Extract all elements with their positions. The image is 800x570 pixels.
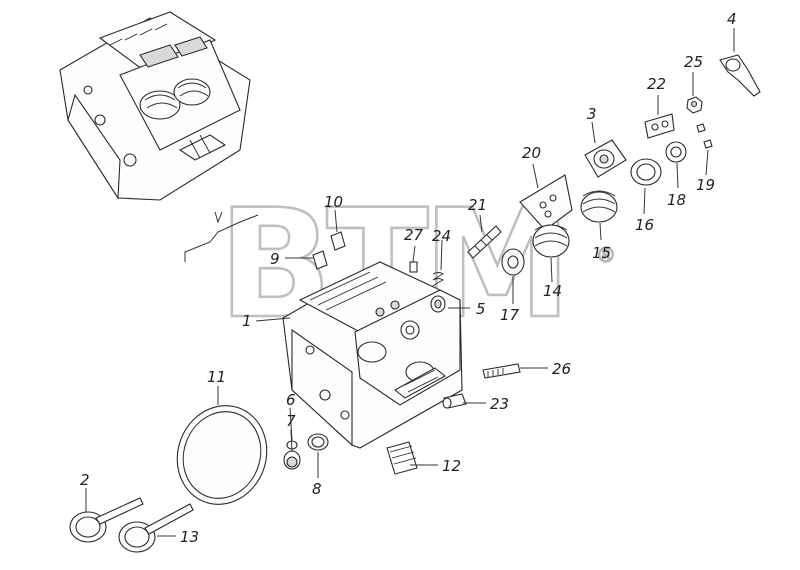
callout-8: 8 xyxy=(312,480,322,498)
callout-12: 12 xyxy=(442,457,461,475)
callout-3: 3 xyxy=(587,105,597,123)
part-12-guide xyxy=(386,441,418,475)
leader-lines xyxy=(85,28,735,537)
callout-19: 19 xyxy=(696,176,715,194)
flow-arrow xyxy=(184,214,259,262)
part-7-seat xyxy=(283,450,301,470)
part-9-sleeve xyxy=(312,250,328,270)
part-5-nut xyxy=(430,295,446,313)
part-10-sleeve xyxy=(330,231,346,251)
part-3-rocker-support xyxy=(584,139,627,178)
part-16-ring xyxy=(630,158,662,186)
callout-13: 13 xyxy=(180,528,199,546)
callout-labels: 1 2 3 4 5 6 7 8 9 10 11 12 13 14 15 16 1… xyxy=(80,10,737,546)
callout-27: 27 xyxy=(404,226,424,244)
assembled-cylinder-head-view xyxy=(59,11,251,201)
callout-11: 11 xyxy=(207,368,226,386)
part-8-seal xyxy=(307,433,329,451)
part-15-spring xyxy=(580,190,618,223)
callout-14: 14 xyxy=(543,282,562,300)
arrow-head xyxy=(214,211,223,224)
callout-20: 20 xyxy=(522,144,541,162)
callout-18: 18 xyxy=(667,191,686,209)
callout-17: 17 xyxy=(500,306,520,324)
callout-24: 24 xyxy=(432,227,451,245)
part-18-ring xyxy=(665,141,687,163)
watermark-registered-mark: ® xyxy=(596,243,616,267)
callout-7: 7 xyxy=(286,412,296,430)
callout-15: 15 xyxy=(592,244,611,262)
part-23-plug xyxy=(442,393,467,409)
part-1-cylinder-head xyxy=(282,261,463,449)
part-13-valve xyxy=(118,503,194,553)
part-25-nut xyxy=(686,96,703,114)
part-20-bracket xyxy=(519,174,573,231)
part-24-spring xyxy=(432,272,444,287)
callout-22: 22 xyxy=(647,75,666,93)
part-19-screw xyxy=(696,123,713,149)
callout-26: 26 xyxy=(552,360,571,378)
callout-9: 9 xyxy=(270,250,280,268)
part-27-pin xyxy=(409,261,418,273)
callout-4: 4 xyxy=(727,10,737,28)
callout-10: 10 xyxy=(324,193,343,211)
callout-5: 5 xyxy=(476,300,486,318)
callout-25: 25 xyxy=(684,53,703,71)
part-21-stud xyxy=(467,225,502,259)
part-17-washer xyxy=(501,248,525,276)
callout-21: 21 xyxy=(468,196,487,214)
callout-23: 23 xyxy=(490,395,509,413)
callout-6: 6 xyxy=(286,391,296,409)
callout-16: 16 xyxy=(635,216,654,234)
callout-1: 1 xyxy=(242,312,252,330)
part-2-valve xyxy=(69,497,144,543)
part-26-stud xyxy=(482,363,521,379)
part-4-rocker-arm xyxy=(719,54,761,97)
part-14-spring xyxy=(532,224,570,258)
part-11-gasket-ring xyxy=(176,405,268,505)
part-22-bracket xyxy=(644,113,675,139)
callout-2: 2 xyxy=(80,471,90,489)
